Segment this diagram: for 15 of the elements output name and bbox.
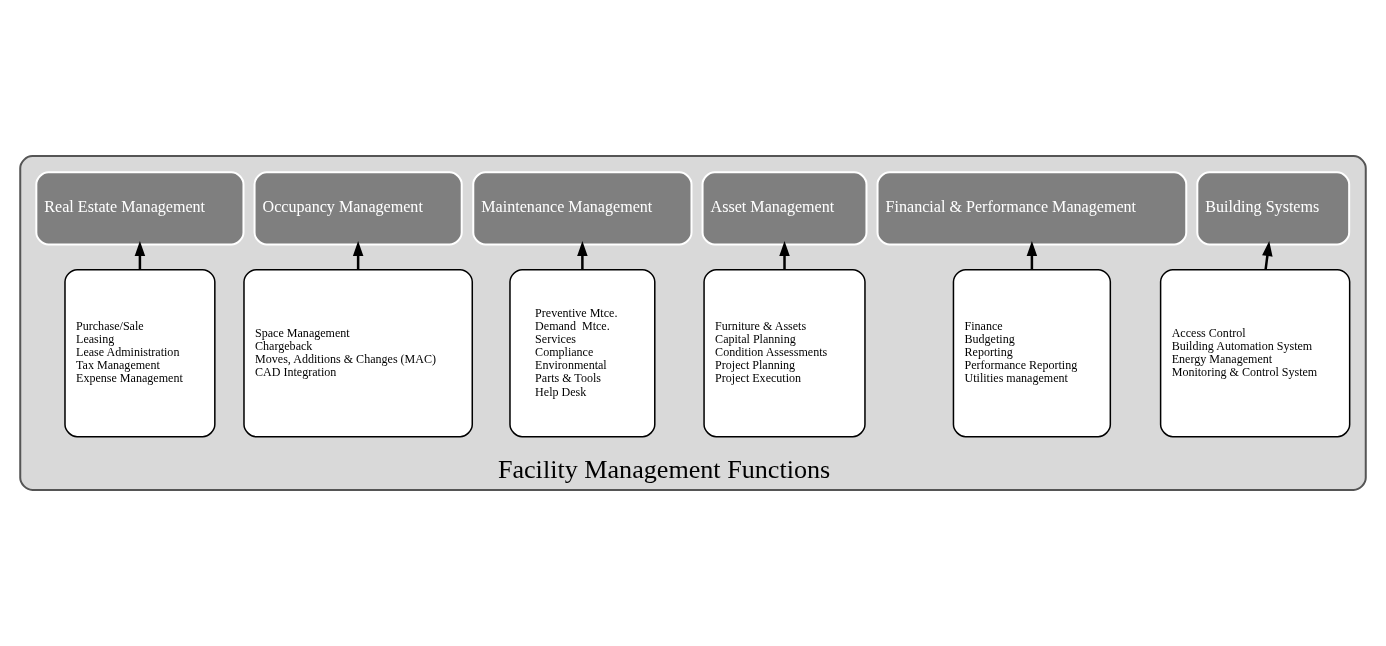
node-box: Furniture & Assets Capital Planning Condition Assessments Project Planning Project Execution (703, 268, 866, 438)
node-box: Financial & Performance Management (876, 171, 1188, 246)
node-box: Preventive Mtce. Demand Mtce. Services Compliance Environmental Parts & Tools Help Desk (509, 268, 656, 438)
node-box: Asset Management (701, 171, 868, 246)
node-box: Building Systems (1196, 171, 1351, 246)
node-box: Real Estate Management (35, 171, 245, 246)
node-box: Finance Budgeting Reporting Performance Reporting Utilities management (952, 268, 1112, 438)
arrow (779, 241, 790, 270)
arrow (577, 241, 588, 270)
node-box: Occupancy Management (253, 171, 463, 246)
node-box: Access Control Building Automation System Energy Management Monitoring & Control System (1159, 268, 1351, 438)
node-box: Maintenance Management (472, 171, 693, 246)
node-box: Purchase/Sale Leasing Lease Administration Tax Management Expense Management (64, 268, 216, 438)
arrow (1262, 241, 1273, 270)
node-box: Space Management Chargeback Moves, Additions & Changes (MAC) CAD Integration (243, 268, 474, 438)
